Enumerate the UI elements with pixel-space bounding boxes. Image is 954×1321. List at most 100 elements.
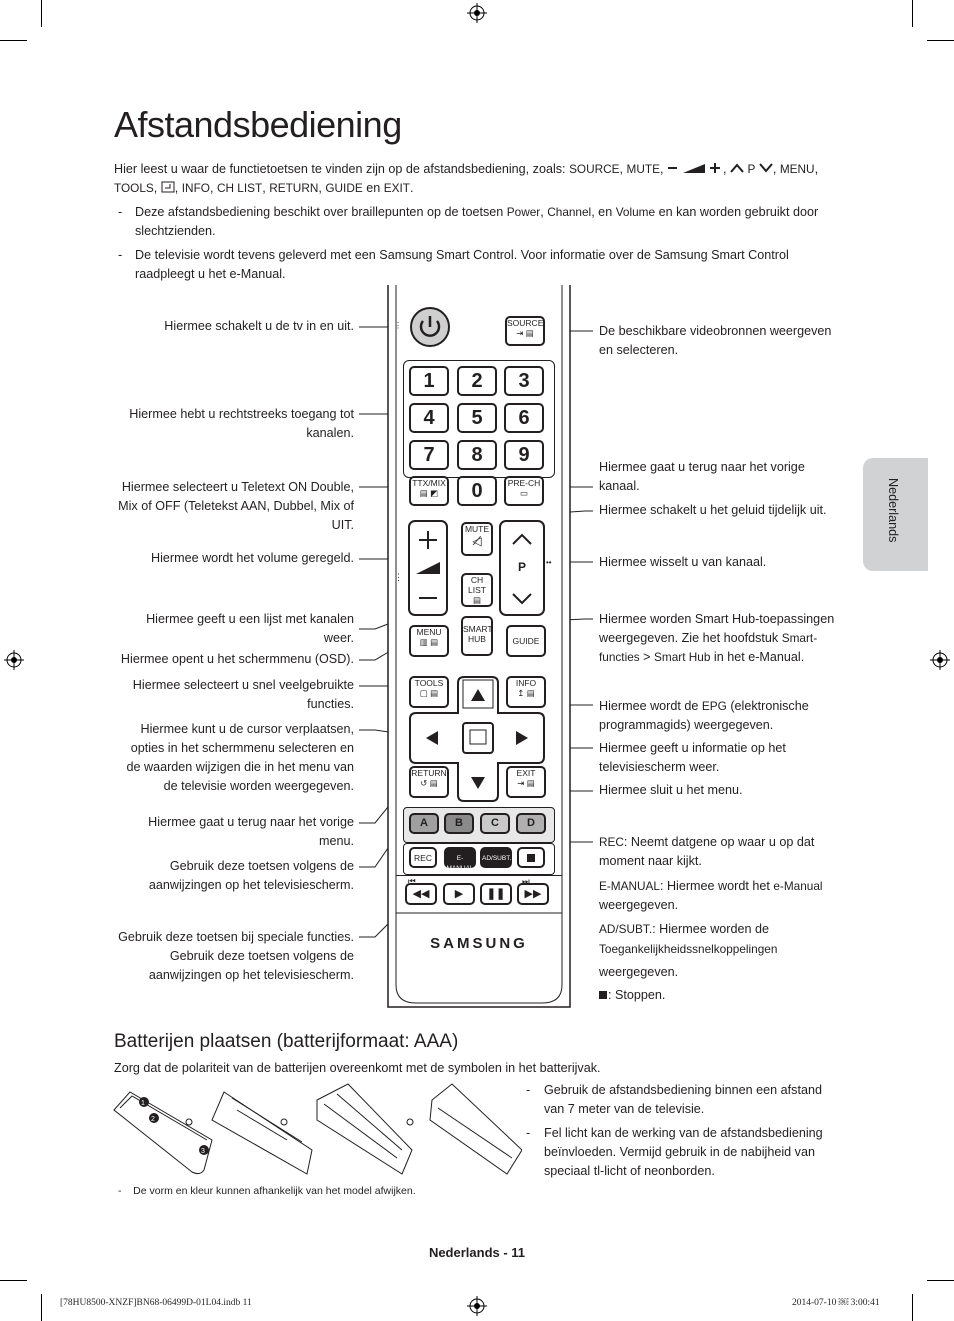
color-b-button[interactable]: B bbox=[444, 813, 474, 834]
pause-button[interactable]: ❚❚ bbox=[480, 883, 512, 905]
label-ttx: Hiermee selecteert u Teletext ON Double,… bbox=[118, 480, 354, 532]
color-d-button[interactable]: D bbox=[516, 813, 546, 834]
tools-icon: ▢ ▤ bbox=[419, 688, 439, 698]
fast-forward-button[interactable]: ▶▶ bbox=[517, 883, 549, 905]
ad-subt-button[interactable]: AD/SUBT. bbox=[480, 847, 512, 868]
color-c-button[interactable]: C bbox=[480, 813, 510, 834]
remote-control-illustration: ⋮ ⋮ •• SOURCE⇥ ▤ 1 2 3 4 5 6 7 8 9 TTX/M… bbox=[386, 285, 572, 1008]
ch-list-icon: ▤ bbox=[472, 595, 482, 605]
exit-button[interactable]: EXIT⇥ ▤ bbox=[506, 766, 546, 798]
key-source: SOURCE bbox=[569, 162, 620, 176]
enter-key-icon bbox=[161, 181, 175, 193]
side-tab-language: Nederlands bbox=[863, 458, 928, 571]
key-info: INFO bbox=[181, 181, 210, 195]
volume-rocker[interactable] bbox=[408, 520, 448, 616]
source-button[interactable]: SOURCE⇥ ▤ bbox=[505, 316, 545, 346]
svg-text:1: 1 bbox=[141, 1100, 145, 1107]
e-manual-button[interactable]: E-MANUAL bbox=[444, 847, 476, 872]
power-icon bbox=[419, 316, 441, 337]
channel-down-icon bbox=[759, 163, 773, 173]
up-arrow-icon bbox=[471, 689, 485, 701]
registration-mark-icon bbox=[930, 650, 950, 670]
svg-text:⋮: ⋮ bbox=[394, 572, 403, 582]
key-return: RETURN bbox=[269, 181, 319, 195]
key-mute: MUTE bbox=[626, 162, 660, 176]
mute-button[interactable]: MUTE◁̸ bbox=[461, 522, 493, 556]
pre-ch-icon: ▭ bbox=[519, 488, 529, 498]
print-info-right: 2014-07-10 ￼ 3:00:41 bbox=[792, 1298, 880, 1308]
label-prech: Hiermee gaat u terug naar het vorige kan… bbox=[599, 460, 805, 493]
label-chlist: Hiermee geeft u een lijst met kanalen we… bbox=[146, 612, 354, 645]
digit-9-button[interactable]: 9 bbox=[504, 440, 544, 470]
registration-mark-icon bbox=[467, 3, 487, 23]
crop-mark bbox=[912, 0, 913, 27]
svg-text:••: •• bbox=[546, 558, 552, 567]
forward-skip-icon: ⏭ bbox=[522, 876, 530, 886]
stop-button[interactable] bbox=[517, 847, 545, 868]
return-icon: ↺ ▤ bbox=[420, 778, 438, 788]
pre-ch-button[interactable]: PRE-CH▭ bbox=[504, 476, 544, 506]
guide-button[interactable]: GUIDE bbox=[506, 625, 546, 657]
down-button[interactable] bbox=[464, 769, 494, 799]
info-button[interactable]: INFO↥ ▤ bbox=[506, 676, 546, 708]
stop-icon bbox=[527, 854, 535, 862]
digit-0-button[interactable]: 0 bbox=[457, 476, 497, 506]
label-volume: Hiermee wordt het volume geregeld. bbox=[150, 551, 354, 565]
return-button[interactable]: RETURN↺ ▤ bbox=[409, 766, 449, 798]
digit-7-button[interactable]: 7 bbox=[409, 440, 449, 470]
right-button[interactable] bbox=[502, 717, 542, 757]
up-button[interactable] bbox=[464, 681, 494, 711]
ttx-mix-button[interactable]: TTX/MIX▤ ◩ bbox=[409, 476, 449, 506]
play-button[interactable]: ▶ bbox=[443, 883, 475, 905]
power-button[interactable] bbox=[410, 307, 450, 347]
label-rec: REC: Neemt datgene op waar u op dat mome… bbox=[599, 835, 815, 868]
channel-up-icon bbox=[730, 163, 744, 173]
enter-button[interactable] bbox=[463, 723, 493, 753]
page-footer: Nederlands - 11 bbox=[428, 1245, 526, 1260]
rewind-icon: ◀◀ bbox=[412, 888, 430, 900]
source-icon: ⇥ ▤ bbox=[516, 328, 534, 338]
label-mute: Hiermee schakelt u het geluid tijdelijk … bbox=[599, 503, 827, 517]
intro-en: en bbox=[366, 181, 381, 195]
menu-button[interactable]: MENU▥ ▤ bbox=[409, 625, 449, 657]
channel-rocker[interactable]: P bbox=[499, 520, 545, 616]
digit-8-button[interactable]: 8 bbox=[457, 440, 497, 470]
label-power: Hiermee schakelt u de tv in en uit. bbox=[164, 319, 354, 333]
rec-button[interactable]: REC bbox=[409, 847, 437, 868]
label-number-keys: Hiermee hebt u rechtstreeks toegang tot … bbox=[129, 407, 354, 440]
registration-mark-icon bbox=[467, 1296, 487, 1316]
rewind-button[interactable]: ◀◀ bbox=[405, 883, 437, 905]
left-button[interactable] bbox=[412, 717, 452, 757]
channel-icons bbox=[512, 533, 532, 605]
label-return: Hiermee gaat u terug naar het vorige men… bbox=[148, 815, 354, 848]
digit-6-button[interactable]: 6 bbox=[504, 403, 544, 433]
down-arrow-icon bbox=[471, 777, 485, 789]
label-cursor: Hiermee kunt u de cursor verplaatsen, op… bbox=[126, 722, 354, 793]
ch-list-button[interactable]: CH LIST▤ bbox=[461, 573, 493, 607]
color-a-button[interactable]: A bbox=[409, 813, 439, 834]
tools-button[interactable]: TOOLS▢ ▤ bbox=[409, 676, 449, 708]
fast-forward-icon: ▶▶ bbox=[524, 888, 542, 900]
rewind-skip-icon: ⏮ bbox=[408, 876, 416, 886]
digit-5-button[interactable]: 5 bbox=[457, 403, 497, 433]
key-chlist: CH LIST bbox=[216, 181, 263, 195]
label-menu: Hiermee opent u het schermmenu (OSD). bbox=[120, 652, 354, 666]
label-exit: Hiermee sluit u het menu. bbox=[599, 783, 743, 797]
digit-2-button[interactable]: 2 bbox=[457, 366, 497, 396]
label-channel: Hiermee wisselt u van kanaal. bbox=[599, 555, 767, 569]
crop-mark bbox=[927, 1280, 954, 1281]
ttx-icon: ▤ ◩ bbox=[419, 488, 439, 498]
samsung-logo: SAMSUNG bbox=[430, 935, 528, 952]
label-tools: Hiermee selecteert u snel veelgebruikte … bbox=[132, 678, 354, 711]
intro-text: Hier leest u waar de functietoetsen te v… bbox=[114, 162, 566, 176]
battery-illustrations: 1 2 3 bbox=[113, 1083, 522, 1175]
digit-3-button[interactable]: 3 bbox=[504, 366, 544, 396]
smart-hub-button[interactable]: SMART HUB bbox=[461, 616, 493, 656]
label-info: Hiermee geeft u informatie op het televi… bbox=[599, 741, 786, 774]
digit-4-button[interactable]: 4 bbox=[409, 403, 449, 433]
digit-1-button[interactable]: 1 bbox=[409, 366, 449, 396]
page-title: Afstandsbediening bbox=[114, 104, 402, 145]
label-emanual: E-MANUAL: Hiermee wordt het e-Manual wee… bbox=[599, 879, 823, 912]
volume-icons bbox=[416, 531, 440, 599]
label-smarthub: Hiermee worden Smart Hub-toepassingen we… bbox=[599, 612, 835, 664]
